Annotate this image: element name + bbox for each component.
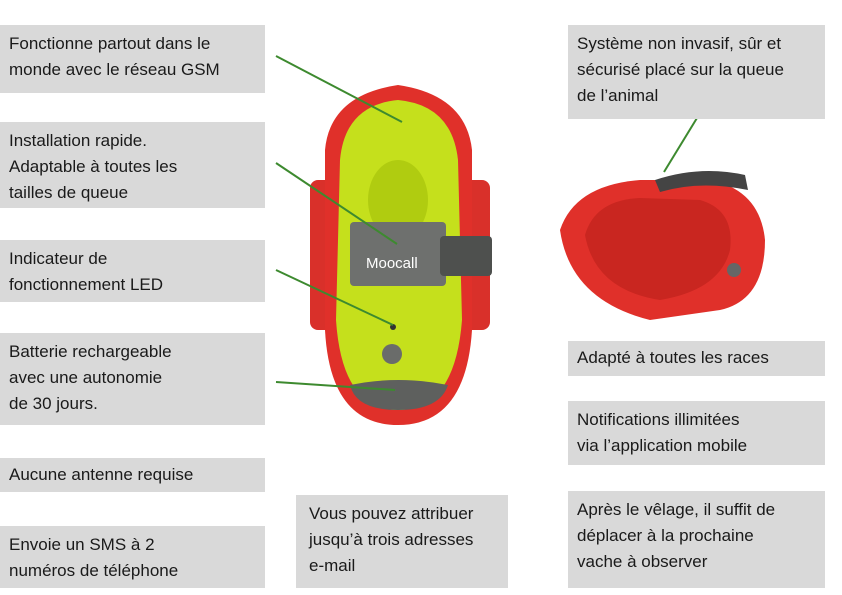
text-line: Fonctionne partout dans le	[9, 34, 211, 53]
text-line: Aucune antenne requise	[9, 465, 194, 484]
leader-lines	[275, 55, 698, 391]
text-line: Adaptable à toutes les	[9, 157, 178, 176]
text-line: vache à observer	[577, 552, 708, 571]
feature-non-invasive: Système non invasif, sûr et sécurisé pla…	[568, 25, 825, 119]
feature-email: Vous pouvez attribuer jusqu’à trois adre…	[296, 495, 508, 588]
text-line: tailles de queue	[9, 183, 129, 202]
text-line: numéros de téléphone	[9, 561, 179, 580]
text-line: monde avec le réseau GSM	[9, 60, 220, 79]
text-line: Adapté à toutes les races	[577, 348, 769, 367]
device-side-view	[560, 171, 765, 320]
feature-notifications: Notifications illimitées via l’applicati…	[568, 401, 825, 465]
text-line: Installation rapide.	[9, 131, 147, 150]
feature-all-breeds: Adapté à toutes les races	[568, 341, 825, 376]
text-line: déplacer à la prochaine	[577, 526, 754, 545]
feature-sms: Envoie un SMS à 2 numéros de téléphone	[0, 526, 265, 588]
text-line: Notifications illimitées	[577, 410, 740, 429]
text-line: e-mail	[309, 556, 356, 575]
text-line: Après le vêlage, il suffit de	[577, 500, 776, 519]
brand-logo: Moocall	[366, 255, 418, 272]
text-line: de l’animal	[577, 86, 659, 105]
text-line: Indicateur de	[9, 249, 108, 268]
text-line: jusqu’à trois adresses	[309, 530, 474, 549]
feature-gsm: Fonctionne partout dans le monde avec le…	[0, 25, 265, 93]
feature-battery: Batterie rechargeable avec une autonomie…	[0, 333, 265, 425]
text-line: sécurisé placé sur la queue	[577, 60, 784, 79]
text-line: Système non invasif, sûr et	[577, 34, 782, 53]
text-line: Envoie un SMS à 2	[9, 535, 155, 554]
feature-antenna: Aucune antenne requise	[0, 458, 265, 492]
text-line: via l’application mobile	[577, 436, 748, 455]
text-line: Batterie rechargeable	[9, 342, 172, 361]
feature-reuse: Après le vêlage, il suffit de déplacer à…	[568, 491, 825, 588]
feature-led: Indicateur de fonctionnement LED	[0, 240, 265, 302]
feature-installation: Installation rapide. Adaptable à toutes …	[0, 122, 265, 208]
text-line: fonctionnement LED	[9, 275, 164, 294]
device-front-view: Moocall	[310, 85, 492, 425]
text-line: de 30 jours.	[9, 394, 98, 413]
text-line: avec une autonomie	[9, 368, 163, 387]
text-line: Vous pouvez attribuer	[309, 504, 474, 523]
